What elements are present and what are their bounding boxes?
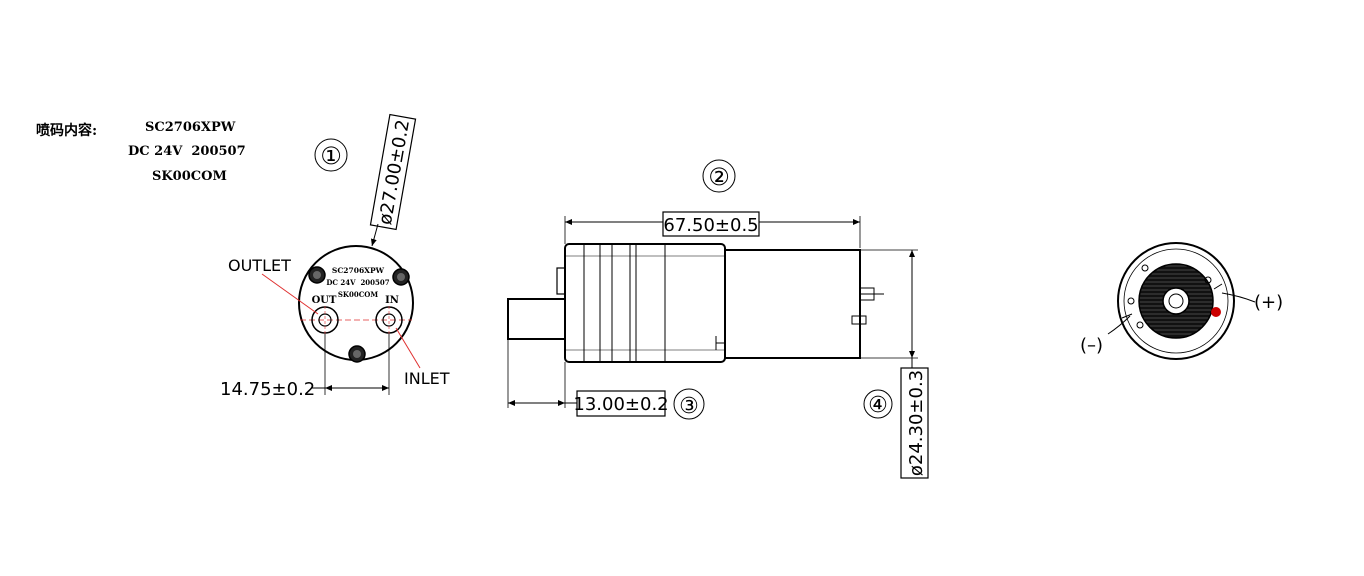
rear-hole-2 xyxy=(1204,276,1212,284)
rear-view: (+) (–) xyxy=(1080,242,1283,360)
face-line-3: SK00COM xyxy=(338,290,379,299)
diameter-callout: ø27.00±0.2 xyxy=(369,113,417,231)
outlet-leader xyxy=(261,273,319,315)
terminals xyxy=(851,287,884,325)
nozzle-box xyxy=(576,390,666,417)
face-line-2: DC 24V 200507 xyxy=(326,278,389,287)
out-label: OUT xyxy=(312,295,337,306)
screw-bottom xyxy=(348,345,366,363)
rear-inner-ring xyxy=(1123,248,1229,354)
inlet-leader xyxy=(395,327,421,369)
callout-4-label: ④ xyxy=(868,393,888,418)
face-line-1: SC2706XPW xyxy=(332,266,385,275)
diameter-leader xyxy=(370,223,379,247)
motor-body xyxy=(724,249,861,359)
length-box xyxy=(662,211,760,237)
rear-hole-4 xyxy=(1136,321,1144,329)
pump-head xyxy=(564,243,726,363)
marking-line-2: DC 24V 200507 xyxy=(128,144,246,159)
callout-circle-4 xyxy=(863,389,893,419)
callout-circle-2 xyxy=(702,159,736,193)
inlet-port xyxy=(375,306,403,334)
rear-hole-1 xyxy=(1141,264,1149,272)
minus-leader xyxy=(1107,315,1131,335)
nozzle-length-label: 13.00±0.2 xyxy=(573,394,668,415)
marking-line-1: SC2706XPW xyxy=(145,120,236,135)
plus-label: (+) xyxy=(1254,292,1283,313)
marking-label: 喷码内容: xyxy=(36,122,97,139)
nozzle xyxy=(507,298,566,340)
screw-top-right xyxy=(392,268,410,286)
port-spacing-label: 14.75±0.2 xyxy=(220,379,315,400)
rear-shaft-hole xyxy=(1162,287,1190,315)
marking-block: 喷码内容: SC2706XPW DC 24V 200507 SK00COM xyxy=(36,120,246,184)
plus-leader xyxy=(1221,292,1256,303)
motor-diameter-label: ø24.30±0.3 xyxy=(906,370,927,476)
length-label: 67.50±0.5 xyxy=(663,215,758,236)
terminal-dot xyxy=(1211,307,1221,317)
motor-diameter-callout: ø24.30±0.3 xyxy=(900,367,929,479)
callout-3-label: ③ xyxy=(679,394,699,419)
callout-1-label: ① xyxy=(320,142,342,170)
minus-label: (–) xyxy=(1080,335,1103,356)
callout-circle-3 xyxy=(673,388,705,420)
screw-top-left xyxy=(308,266,326,284)
rear-outer xyxy=(1117,242,1235,360)
outlet-port xyxy=(311,306,339,334)
in-label: IN xyxy=(385,295,399,306)
inlet-label: INLET xyxy=(404,369,450,388)
callout-circle-1 xyxy=(314,138,348,172)
front-view: ① ø27.00±0.2 xyxy=(220,113,450,400)
side-view: ② 67.50±0.5 xyxy=(507,159,929,479)
marking-line-3: SK00COM xyxy=(152,169,227,184)
rear-hole-3 xyxy=(1127,297,1135,305)
outlet-label: OUTLET xyxy=(228,256,291,275)
callout-2-label: ② xyxy=(708,163,730,191)
